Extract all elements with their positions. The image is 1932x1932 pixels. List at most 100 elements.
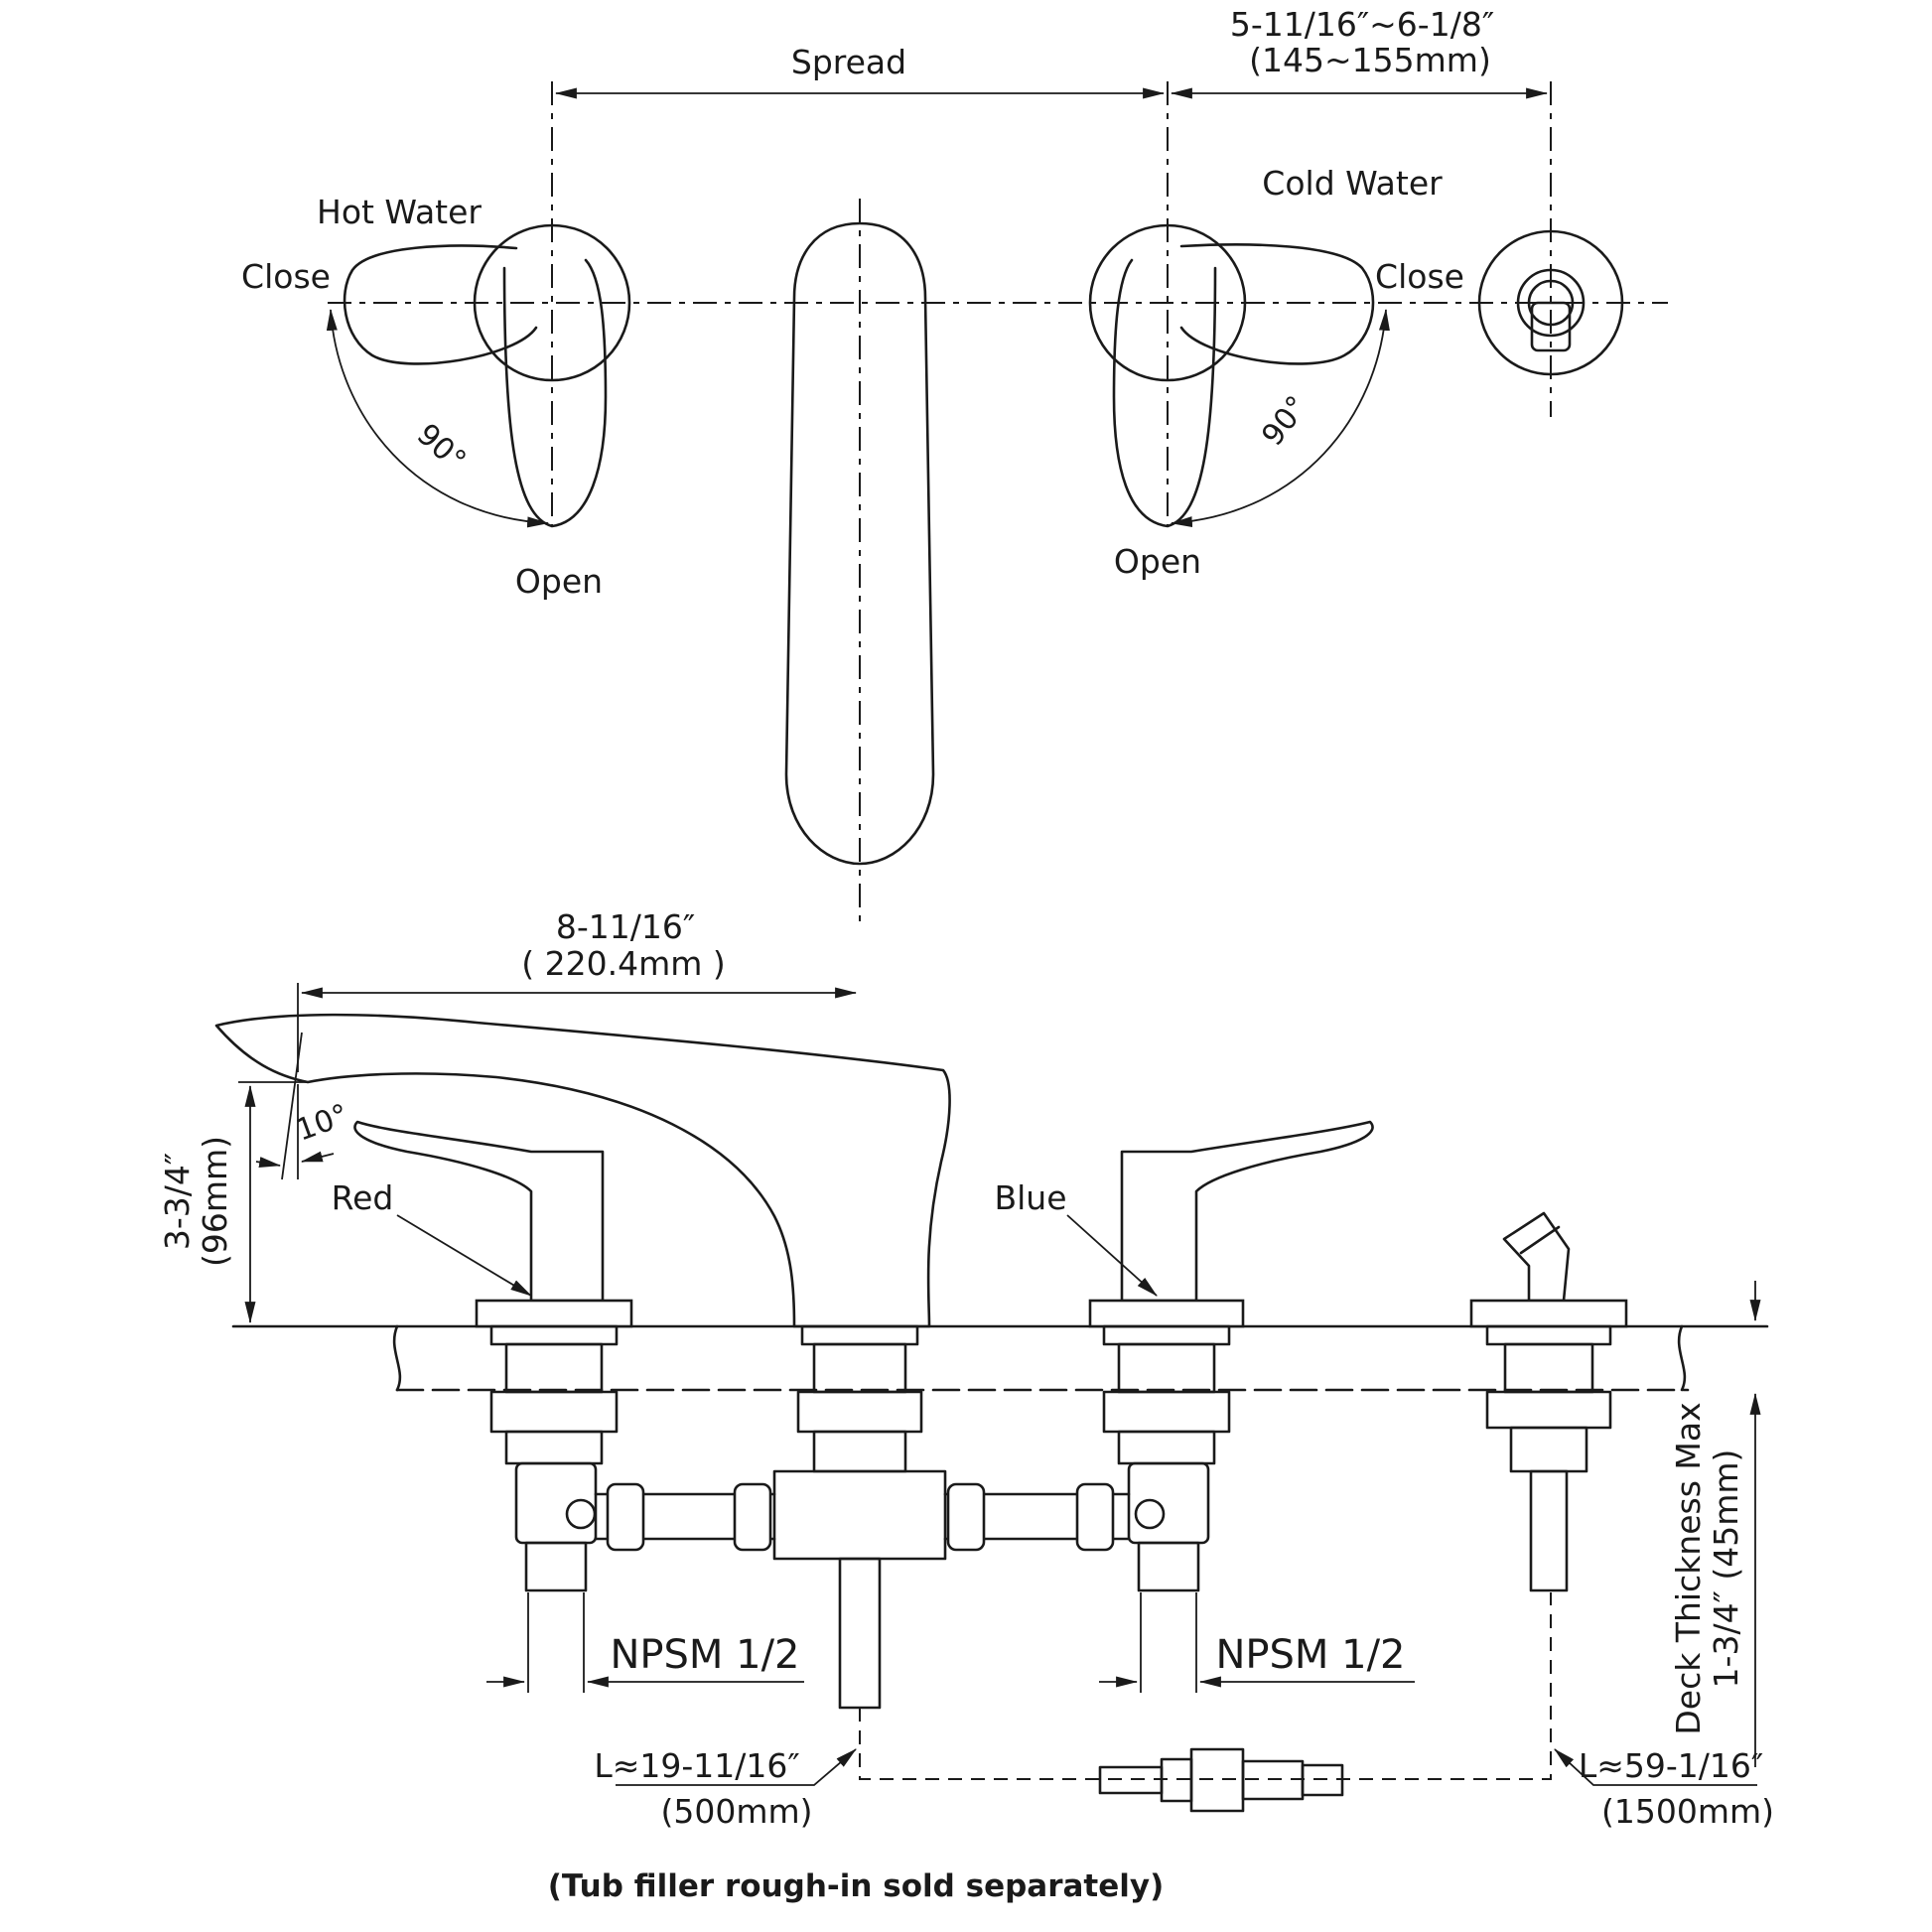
spout-valve-body [772, 1324, 947, 1710]
red-leader [396, 1214, 532, 1297]
spread-label: Spread [791, 43, 906, 81]
hot-lever-close-position [343, 244, 538, 365]
spout-reach-mm: ( 220.4mm ) [521, 944, 726, 983]
cold-lever-close-position [1179, 243, 1375, 365]
deck-break-left [392, 1324, 402, 1392]
spout-nut [796, 1390, 923, 1434]
hot-handle-side [353, 1120, 633, 1328]
cold-valve-flange [1102, 1324, 1231, 1346]
sprayer-thread [1529, 1469, 1569, 1592]
hose-right-length-inches: L≈59-1/16″ [1579, 1746, 1763, 1785]
spout-side-view [214, 1013, 951, 1328]
npsm-left-label: NPSM 1/2 [610, 1632, 799, 1678]
hot-valve-shank [504, 1342, 604, 1394]
loose-fitting [1098, 1747, 1344, 1813]
cold-water-label: Cold Water [1262, 164, 1443, 203]
sprayer-escutcheon [1477, 229, 1624, 376]
sprayer-holder-stem [1530, 301, 1572, 352]
hot-inlet [524, 1541, 588, 1592]
fitting-thread [1301, 1763, 1344, 1797]
spout-angle-arrow-left [255, 1157, 282, 1168]
cold-hose-nut-2 [1075, 1482, 1115, 1552]
deck-thickness-label: Deck Thickness Max [1669, 1402, 1708, 1734]
hot-lever-open-position [502, 258, 608, 528]
hot-lever-side [353, 1120, 605, 1303]
sprayer-lower [1509, 1426, 1588, 1473]
cold-escutcheon [1088, 223, 1247, 382]
sprayer-holder-ring [1516, 268, 1586, 338]
spout-shank [812, 1342, 907, 1394]
blue-label: Blue [994, 1178, 1066, 1217]
hot-valve-lower [504, 1430, 604, 1465]
deck-break-right [1677, 1324, 1687, 1392]
cold-valve-body [1102, 1324, 1231, 1592]
cold-lever-side [1120, 1120, 1374, 1303]
hot-valve-flange [489, 1324, 619, 1346]
sprayer-top [1477, 229, 1624, 376]
hot-open-label: Open [515, 562, 603, 601]
cold-hose-nut [946, 1482, 986, 1552]
hot-valve-screw [565, 1498, 597, 1530]
cold-valve-nut [1102, 1390, 1231, 1434]
hot-escutcheon [473, 223, 631, 382]
spout-height-mm: (96mm) [196, 1136, 234, 1267]
spout-height-inches: 3-3/4″ [158, 1153, 197, 1250]
hose-right-leader [1554, 1748, 1757, 1786]
hose-left-leader [616, 1748, 857, 1786]
hot-valve-nut [489, 1390, 619, 1434]
cold-handle-side [1088, 1120, 1374, 1328]
cold-rotation-arc [1170, 308, 1390, 528]
spout-lower [812, 1430, 907, 1473]
hot-hose-nut-2 [606, 1482, 645, 1552]
top-view: Spread 5-11/16″~6-1/8″ (145~155mm) Hot W… [241, 5, 1668, 928]
spout-tee [772, 1469, 947, 1561]
hose-run-line [859, 1592, 1552, 1780]
side-view: 8-11/16″ ( 220.4mm ) 3-3/4″ (96mm) 10° R… [158, 907, 1774, 1904]
hot-hose-nut [733, 1482, 772, 1552]
hot-rotation-arc [326, 308, 550, 528]
hot-handle-top [326, 223, 631, 528]
cold-escutcheon-side [1088, 1299, 1245, 1328]
hot-angle-label: 90° [410, 417, 473, 479]
cold-valve-lower [1117, 1430, 1216, 1465]
spout-top-view [784, 221, 935, 866]
hot-valve-body [489, 1324, 619, 1592]
handle-spacing-mm: (145~155mm) [1249, 41, 1491, 79]
cold-valve-screw [1134, 1498, 1166, 1530]
connecting-hoses [594, 1482, 1131, 1552]
cold-handle-top [1088, 223, 1390, 528]
hose-left-length-mm: (500mm) [660, 1792, 812, 1831]
sprayer-flange [1485, 1324, 1612, 1346]
npsm-right-label: NPSM 1/2 [1215, 1632, 1405, 1678]
spout-reach-inches: 8-11/16″ [556, 907, 695, 946]
hose-right-length-mm: (1500mm) [1601, 1792, 1774, 1831]
hot-close-label: Close [241, 257, 331, 296]
hot-valve-cartridge [514, 1461, 598, 1545]
cold-lever-open-position [1112, 258, 1217, 528]
spout-angle-arrow-right [300, 1151, 335, 1163]
spout-angle-line [281, 1032, 303, 1180]
cold-valve-shank [1117, 1342, 1216, 1394]
cold-inlet [1137, 1541, 1200, 1592]
deck-thickness-value: 1-3/4″ (45mm) [1707, 1449, 1745, 1689]
spout-outlet-pipe [838, 1557, 882, 1710]
handle-spacing-inches: 5-11/16″~6-1/8″ [1230, 5, 1494, 44]
sprayer-escutcheon-side [1469, 1299, 1628, 1328]
sprayer-holder-side [1469, 1211, 1628, 1328]
cold-close-label: Close [1375, 257, 1464, 296]
sprayer-shank [1485, 1324, 1612, 1592]
red-label: Red [332, 1178, 394, 1217]
cold-angle-label: 90° [1255, 389, 1314, 452]
sprayer-holder-detail [1519, 1225, 1561, 1255]
hot-escutcheon-side [475, 1299, 633, 1328]
blue-leader [1066, 1214, 1158, 1297]
sprayer-shank-body [1503, 1342, 1594, 1394]
spout-angle-label: 10° [292, 1098, 353, 1149]
sprayer-holder-inner [1527, 279, 1575, 327]
tub-filler-note: (Tub filler rough-in sold separately) [548, 1868, 1165, 1904]
spout-flange [800, 1324, 919, 1346]
hose-left-length-inches: L≈19-11/16″ [594, 1746, 799, 1785]
cold-open-label: Open [1114, 542, 1201, 581]
hot-water-label: Hot Water [317, 193, 482, 231]
